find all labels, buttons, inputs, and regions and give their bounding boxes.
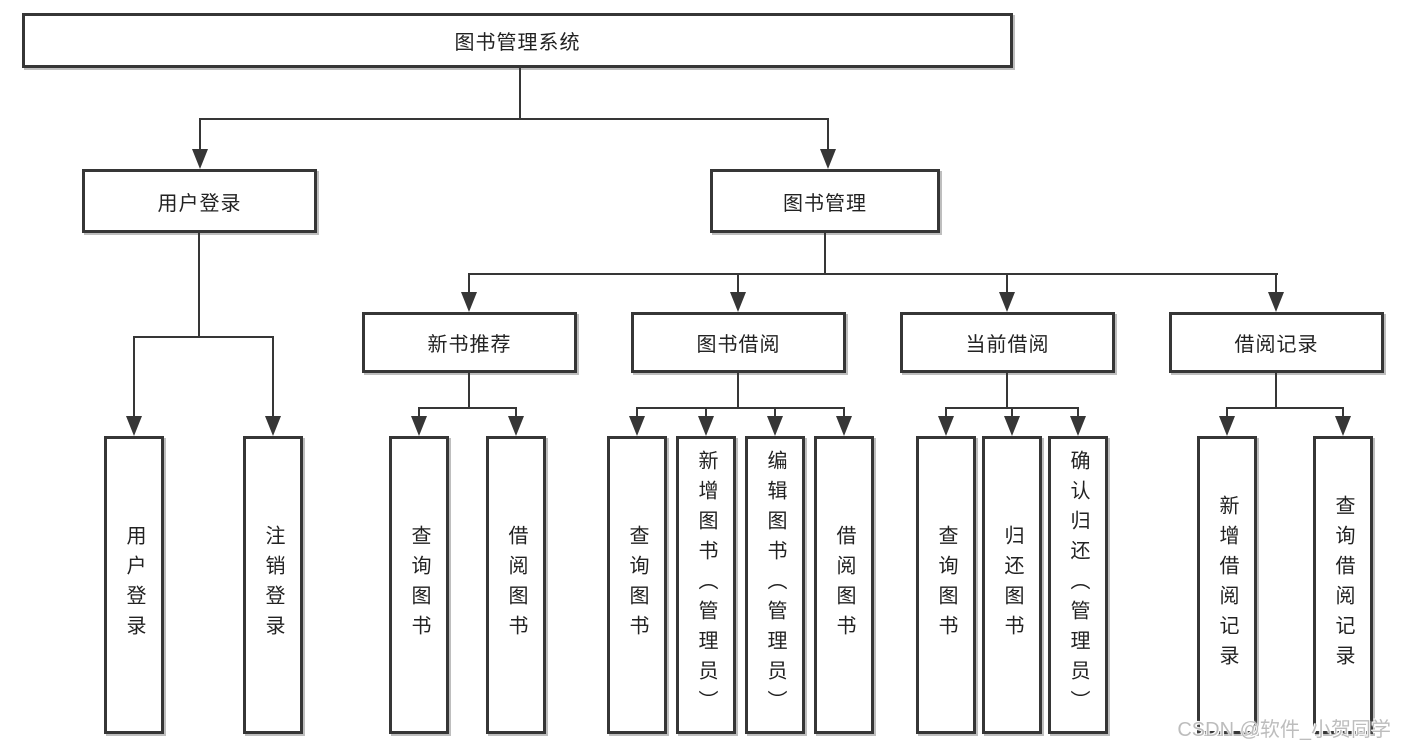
leaf-bb-add-books-admin: 新增图书（管理员） — [676, 436, 736, 734]
connector-user-login-splitter — [133, 336, 274, 338]
arrow-bb-query-books — [629, 407, 645, 436]
leaf-label: 编辑图书（管理员） — [764, 450, 786, 720]
arrow-rec-borrow-books — [508, 407, 524, 436]
leaf-label: 查询借阅记录 — [1332, 495, 1354, 675]
arrow-br-query-record — [1335, 407, 1351, 436]
leaf-user-login: 用户登录 — [104, 436, 164, 734]
arrow-cb-confirm-return — [1070, 407, 1086, 436]
arrow-to-book-management — [820, 118, 836, 169]
leaf-bb-edit-books-admin: 编辑图书（管理员） — [745, 436, 805, 734]
arrow-bb-add-books — [698, 407, 714, 436]
arrow-to-leaf-user-login — [126, 336, 142, 436]
leaf-rec-borrow-books: 借阅图书 — [486, 436, 546, 734]
leaf-cb-confirm-return-admin: 确认归还（管理员） — [1048, 436, 1108, 734]
leaf-label: 确认归还（管理员） — [1067, 450, 1089, 720]
arrow-to-new-book-recommend — [461, 273, 477, 312]
node-label: 图书管理 — [783, 192, 867, 215]
leaf-br-query-record: 查询借阅记录 — [1313, 436, 1373, 734]
connector-root-splitter — [199, 118, 829, 120]
node-book-management: 图书管理 — [710, 169, 940, 233]
arrow-bb-edit-books — [767, 407, 783, 436]
connector-book-borrow-stub — [737, 373, 739, 407]
node-book-borrow: 图书借阅 — [631, 312, 846, 373]
arrow-bb-borrow-books — [836, 407, 852, 436]
leaf-label: 查询图书 — [935, 525, 957, 645]
leaf-bb-borrow-books: 借阅图书 — [814, 436, 874, 734]
leaf-label: 借阅图书 — [833, 525, 855, 645]
leaf-label: 归还图书 — [1001, 525, 1023, 645]
connector-recommend-splitter — [418, 407, 517, 409]
node-label: 图书管理系统 — [454, 32, 581, 54]
arrow-rec-query-books — [411, 407, 427, 436]
connector-current-borrow-stub — [1006, 373, 1008, 407]
connector-root-stub — [519, 68, 521, 119]
connector-recommend-stub — [468, 373, 470, 407]
arrow-cb-return-books — [1004, 407, 1020, 436]
leaf-label: 注销登录 — [262, 525, 284, 645]
leaf-bb-query-books: 查询图书 — [607, 436, 667, 734]
arrow-to-user-login — [192, 118, 208, 169]
leaf-label: 查询图书 — [408, 525, 430, 645]
leaf-label: 新增借阅记录 — [1216, 495, 1238, 675]
leaf-logout: 注销登录 — [243, 436, 303, 734]
connector-book-mgmt-stub — [824, 233, 826, 273]
connector-records-splitter — [1226, 407, 1344, 409]
leaf-label: 新增图书（管理员） — [695, 450, 717, 720]
leaf-cb-return-books: 归还图书 — [982, 436, 1042, 734]
leaf-label: 查询图书 — [626, 525, 648, 645]
leaf-label: 用户登录 — [123, 525, 145, 645]
arrow-br-add-record — [1219, 407, 1235, 436]
node-label: 图书借阅 — [696, 334, 781, 356]
arrow-to-current-borrow — [999, 273, 1015, 312]
leaf-rec-query-books: 查询图书 — [389, 436, 449, 734]
leaf-label: 借阅图书 — [505, 525, 527, 645]
leaf-br-add-record: 新增借阅记录 — [1197, 436, 1257, 734]
node-new-book-recommend: 新书推荐 — [362, 312, 577, 373]
node-user-login: 用户登录 — [82, 169, 317, 233]
csdn-watermark: CSDN @软件_小贺同学 — [1177, 719, 1391, 741]
node-system-root: 图书管理系统 — [22, 13, 1013, 68]
arrow-to-borrow-records — [1268, 273, 1284, 312]
node-borrow-records: 借阅记录 — [1169, 312, 1384, 373]
node-current-borrow: 当前借阅 — [900, 312, 1115, 373]
connector-book-mgmt-splitter — [468, 273, 1278, 275]
node-label: 用户登录 — [157, 192, 242, 215]
arrow-cb-query-books — [938, 407, 954, 436]
node-label: 当前借阅 — [965, 334, 1050, 356]
node-label: 新书推荐 — [427, 334, 512, 356]
leaf-cb-query-books: 查询图书 — [916, 436, 976, 734]
node-label: 借阅记录 — [1234, 334, 1319, 356]
arrow-to-book-borrow — [730, 273, 746, 312]
arrow-to-leaf-logout — [265, 336, 281, 436]
connector-user-login-stub — [198, 233, 200, 336]
connector-records-stub — [1275, 373, 1277, 407]
connector-book-borrow-splitter — [636, 407, 845, 409]
